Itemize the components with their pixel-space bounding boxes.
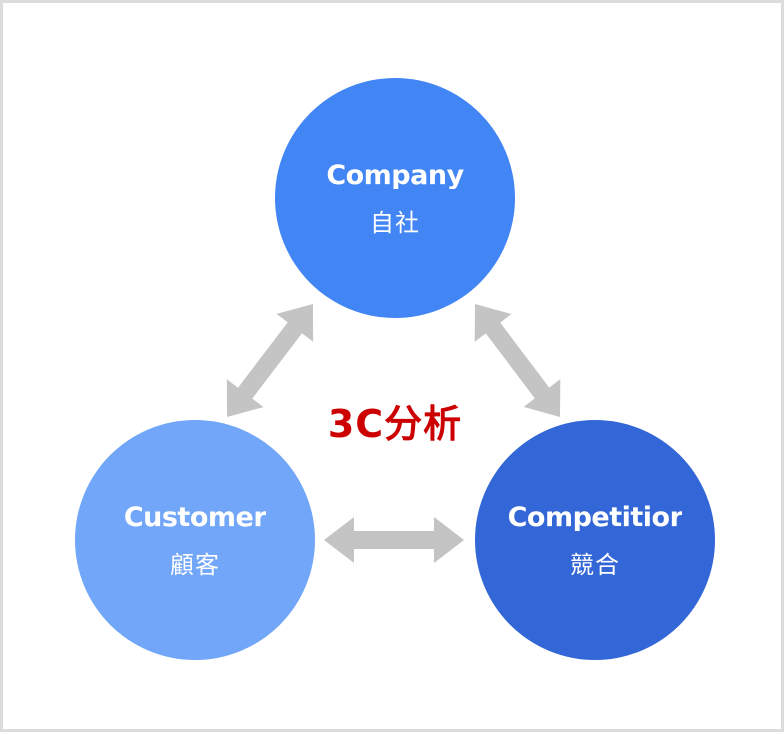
company-label-ja: 自社 (370, 208, 420, 237)
arrow-company-customer (226, 304, 314, 417)
customer-label: Customer (123, 503, 267, 531)
arrows-layer (226, 304, 561, 563)
company-label: Company (326, 161, 464, 189)
diagram-title: 3C分析 (327, 402, 463, 446)
arrow-company-competitor (474, 304, 561, 417)
company-circle: Company 自社 (275, 78, 515, 318)
arrow-customer-competitor (324, 517, 464, 563)
competitor-label-ja: 競合 (570, 550, 620, 579)
competitor-label: Competitior (507, 503, 683, 531)
customer-circle: Customer 顧客 (75, 420, 315, 660)
customer-label-ja: 顧客 (170, 550, 220, 579)
competitor-circle: Competitior 競合 (475, 420, 715, 660)
